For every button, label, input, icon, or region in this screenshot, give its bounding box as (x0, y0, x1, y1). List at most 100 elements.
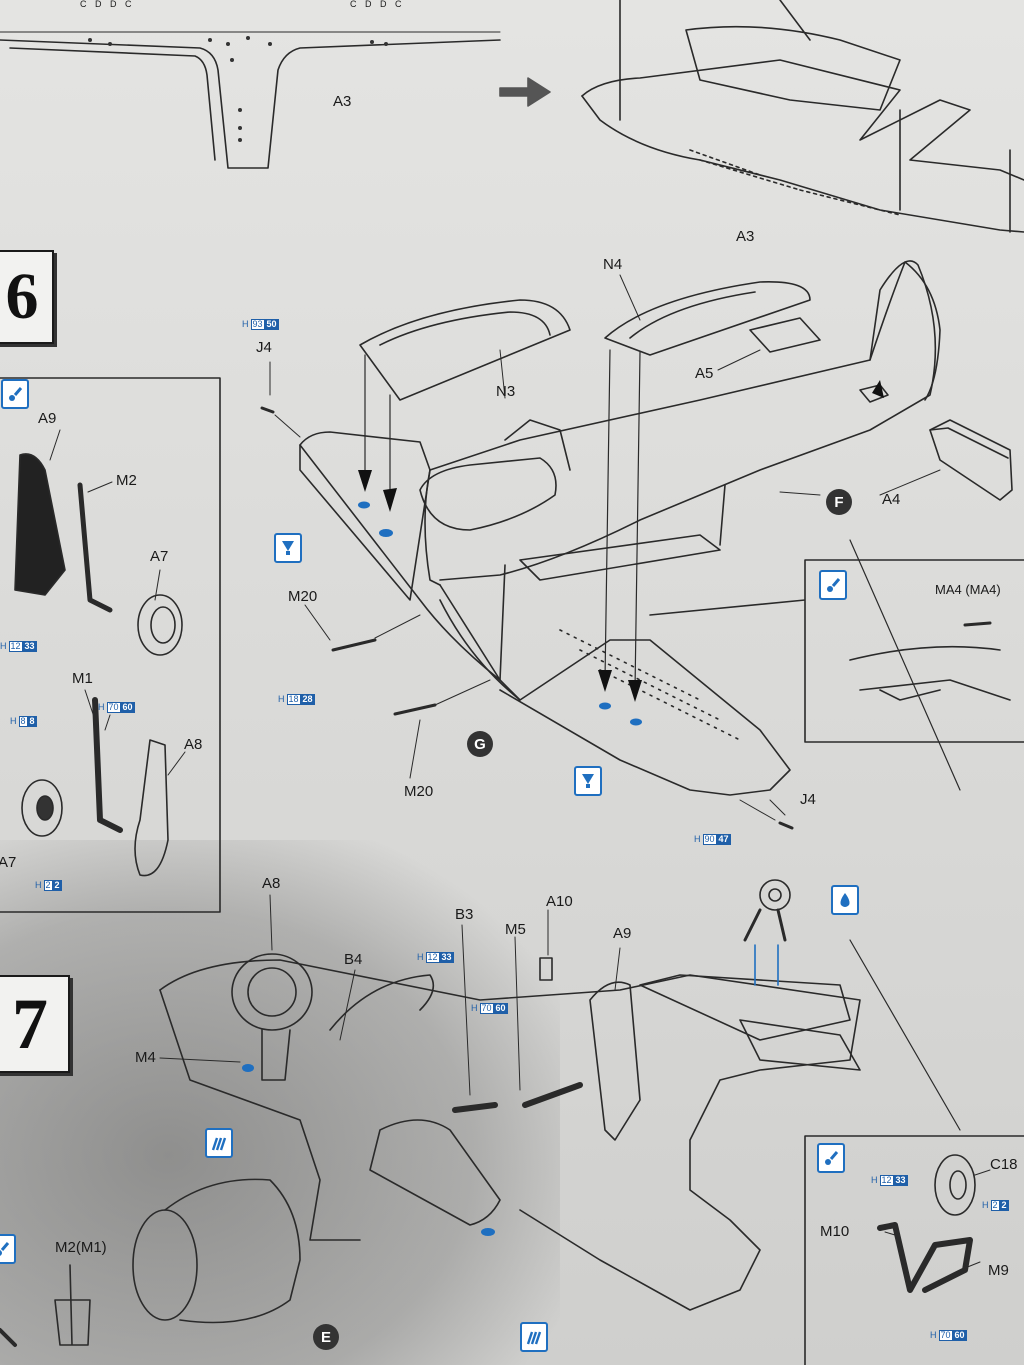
detail-inset-frame (649, 559, 1024, 743)
paint-code-1: 2 (990, 1200, 1000, 1211)
part-label-a8: A8 (184, 736, 203, 753)
cutting-icon (205, 1128, 233, 1158)
part-label-m10: M10 (820, 1223, 850, 1240)
paint-prefix: H (242, 319, 249, 329)
paint-prefix: H (982, 1200, 989, 1210)
step6-aircraft (260, 260, 1013, 830)
paint-prefix: H (35, 880, 42, 890)
paint-code-1: 2 (43, 880, 53, 891)
part-label-m2m1: M2(M1) (55, 1239, 107, 1256)
part-label-b4: B4 (344, 951, 363, 968)
part-label-a9: A9 (38, 410, 57, 427)
glue-icon (274, 533, 302, 563)
paint-prefix: H (930, 1330, 937, 1340)
part-label-a9: A9 (613, 925, 632, 942)
paint-code-2: 33 (893, 1175, 908, 1186)
step-number-7: 7 (0, 975, 70, 1073)
paint-code-1: 8 (18, 716, 28, 727)
paint-prefix: H (694, 834, 701, 844)
mold-mark: D (110, 0, 117, 9)
part-label-a8: A8 (262, 875, 281, 892)
gear-detail-frame (0, 377, 221, 913)
mold-mark: C (395, 0, 402, 9)
paint-code-1: 70 (479, 1003, 494, 1014)
paint-code-2: 2 (999, 1200, 1009, 1211)
paint-code-1: 93 (250, 319, 265, 330)
paint-code-2: 8 (27, 716, 37, 727)
cement-icon (831, 885, 859, 915)
paint-code-2: 2 (52, 880, 62, 891)
paint-code-1: 90 (702, 834, 717, 845)
paint-prefix: H (10, 716, 17, 726)
part-label-a7: A7 (150, 548, 169, 565)
subassembly-e: E (313, 1324, 339, 1350)
mold-mark: C (125, 0, 132, 9)
part-label-a4: A4 (882, 491, 901, 508)
paint-code-2: 60 (493, 1003, 508, 1014)
mold-mark: C (350, 0, 357, 9)
part-label-m20: M20 (288, 588, 318, 605)
part-label-m4: M4 (135, 1049, 156, 1066)
part-label-m1: M1 (72, 670, 93, 687)
part-label-b3: B3 (455, 906, 474, 923)
paint-prefix: H (417, 952, 424, 962)
mold-mark: D (95, 0, 102, 9)
subassembly-f: F (826, 489, 852, 515)
part-label-a5: A5 (695, 365, 714, 382)
detail-callout-icon (819, 570, 847, 600)
part-label-a7: A7 (0, 854, 17, 871)
part-label-n3: N3 (496, 383, 516, 400)
part-label-a3: A3 (736, 228, 755, 245)
mold-mark: C (80, 0, 87, 9)
mold-mark: D (365, 0, 372, 9)
paint-prefix: H (471, 1003, 478, 1013)
part-label-j4: J4 (256, 339, 272, 356)
paint-code-1: 70 (938, 1330, 953, 1341)
paint-prefix: H (98, 702, 105, 712)
part-label-m9: M9 (988, 1262, 1009, 1279)
part-label-c18: C18 (990, 1156, 1018, 1173)
paint-code-1: 12 (425, 952, 440, 963)
subassembly-g-text: G (474, 735, 486, 753)
step-number-7-text: 7 (12, 983, 48, 1064)
detail-callout-icon (1, 379, 29, 409)
step-number-6: 6 (0, 250, 54, 344)
paint-code-2: 50 (264, 319, 279, 330)
part-label-m20: M20 (404, 783, 434, 800)
paint-code-2: 28 (300, 694, 315, 705)
paint-prefix: H (871, 1175, 878, 1185)
paint-code-1: 70 (106, 702, 121, 713)
part-a3-inner (9, 47, 216, 161)
paint-code-2: 33 (22, 641, 37, 652)
part-label-m5: M5 (505, 921, 526, 938)
subassembly-g: G (467, 731, 493, 757)
paint-code-2: 33 (439, 952, 454, 963)
part-label-m2: M2 (116, 472, 137, 489)
detail-callout-icon (817, 1143, 845, 1173)
paint-code-2: 60 (952, 1330, 967, 1341)
part-label-j4: J4 (800, 791, 816, 808)
part-label-a10: A10 (546, 893, 573, 910)
part-label-ma4: MA4 (MA4) (935, 582, 1001, 597)
detail-callout-icon (0, 1234, 16, 1264)
paint-prefix: H (0, 641, 7, 651)
step-number-6-text: 6 (5, 260, 39, 333)
paint-code-2: 47 (716, 834, 731, 845)
paint-code-1: 12 (8, 641, 23, 652)
paint-code-1: 18 (286, 694, 301, 705)
subassembly-f-text: F (834, 493, 844, 511)
mold-mark: D (380, 0, 387, 9)
part-label-a3: A3 (333, 93, 352, 110)
